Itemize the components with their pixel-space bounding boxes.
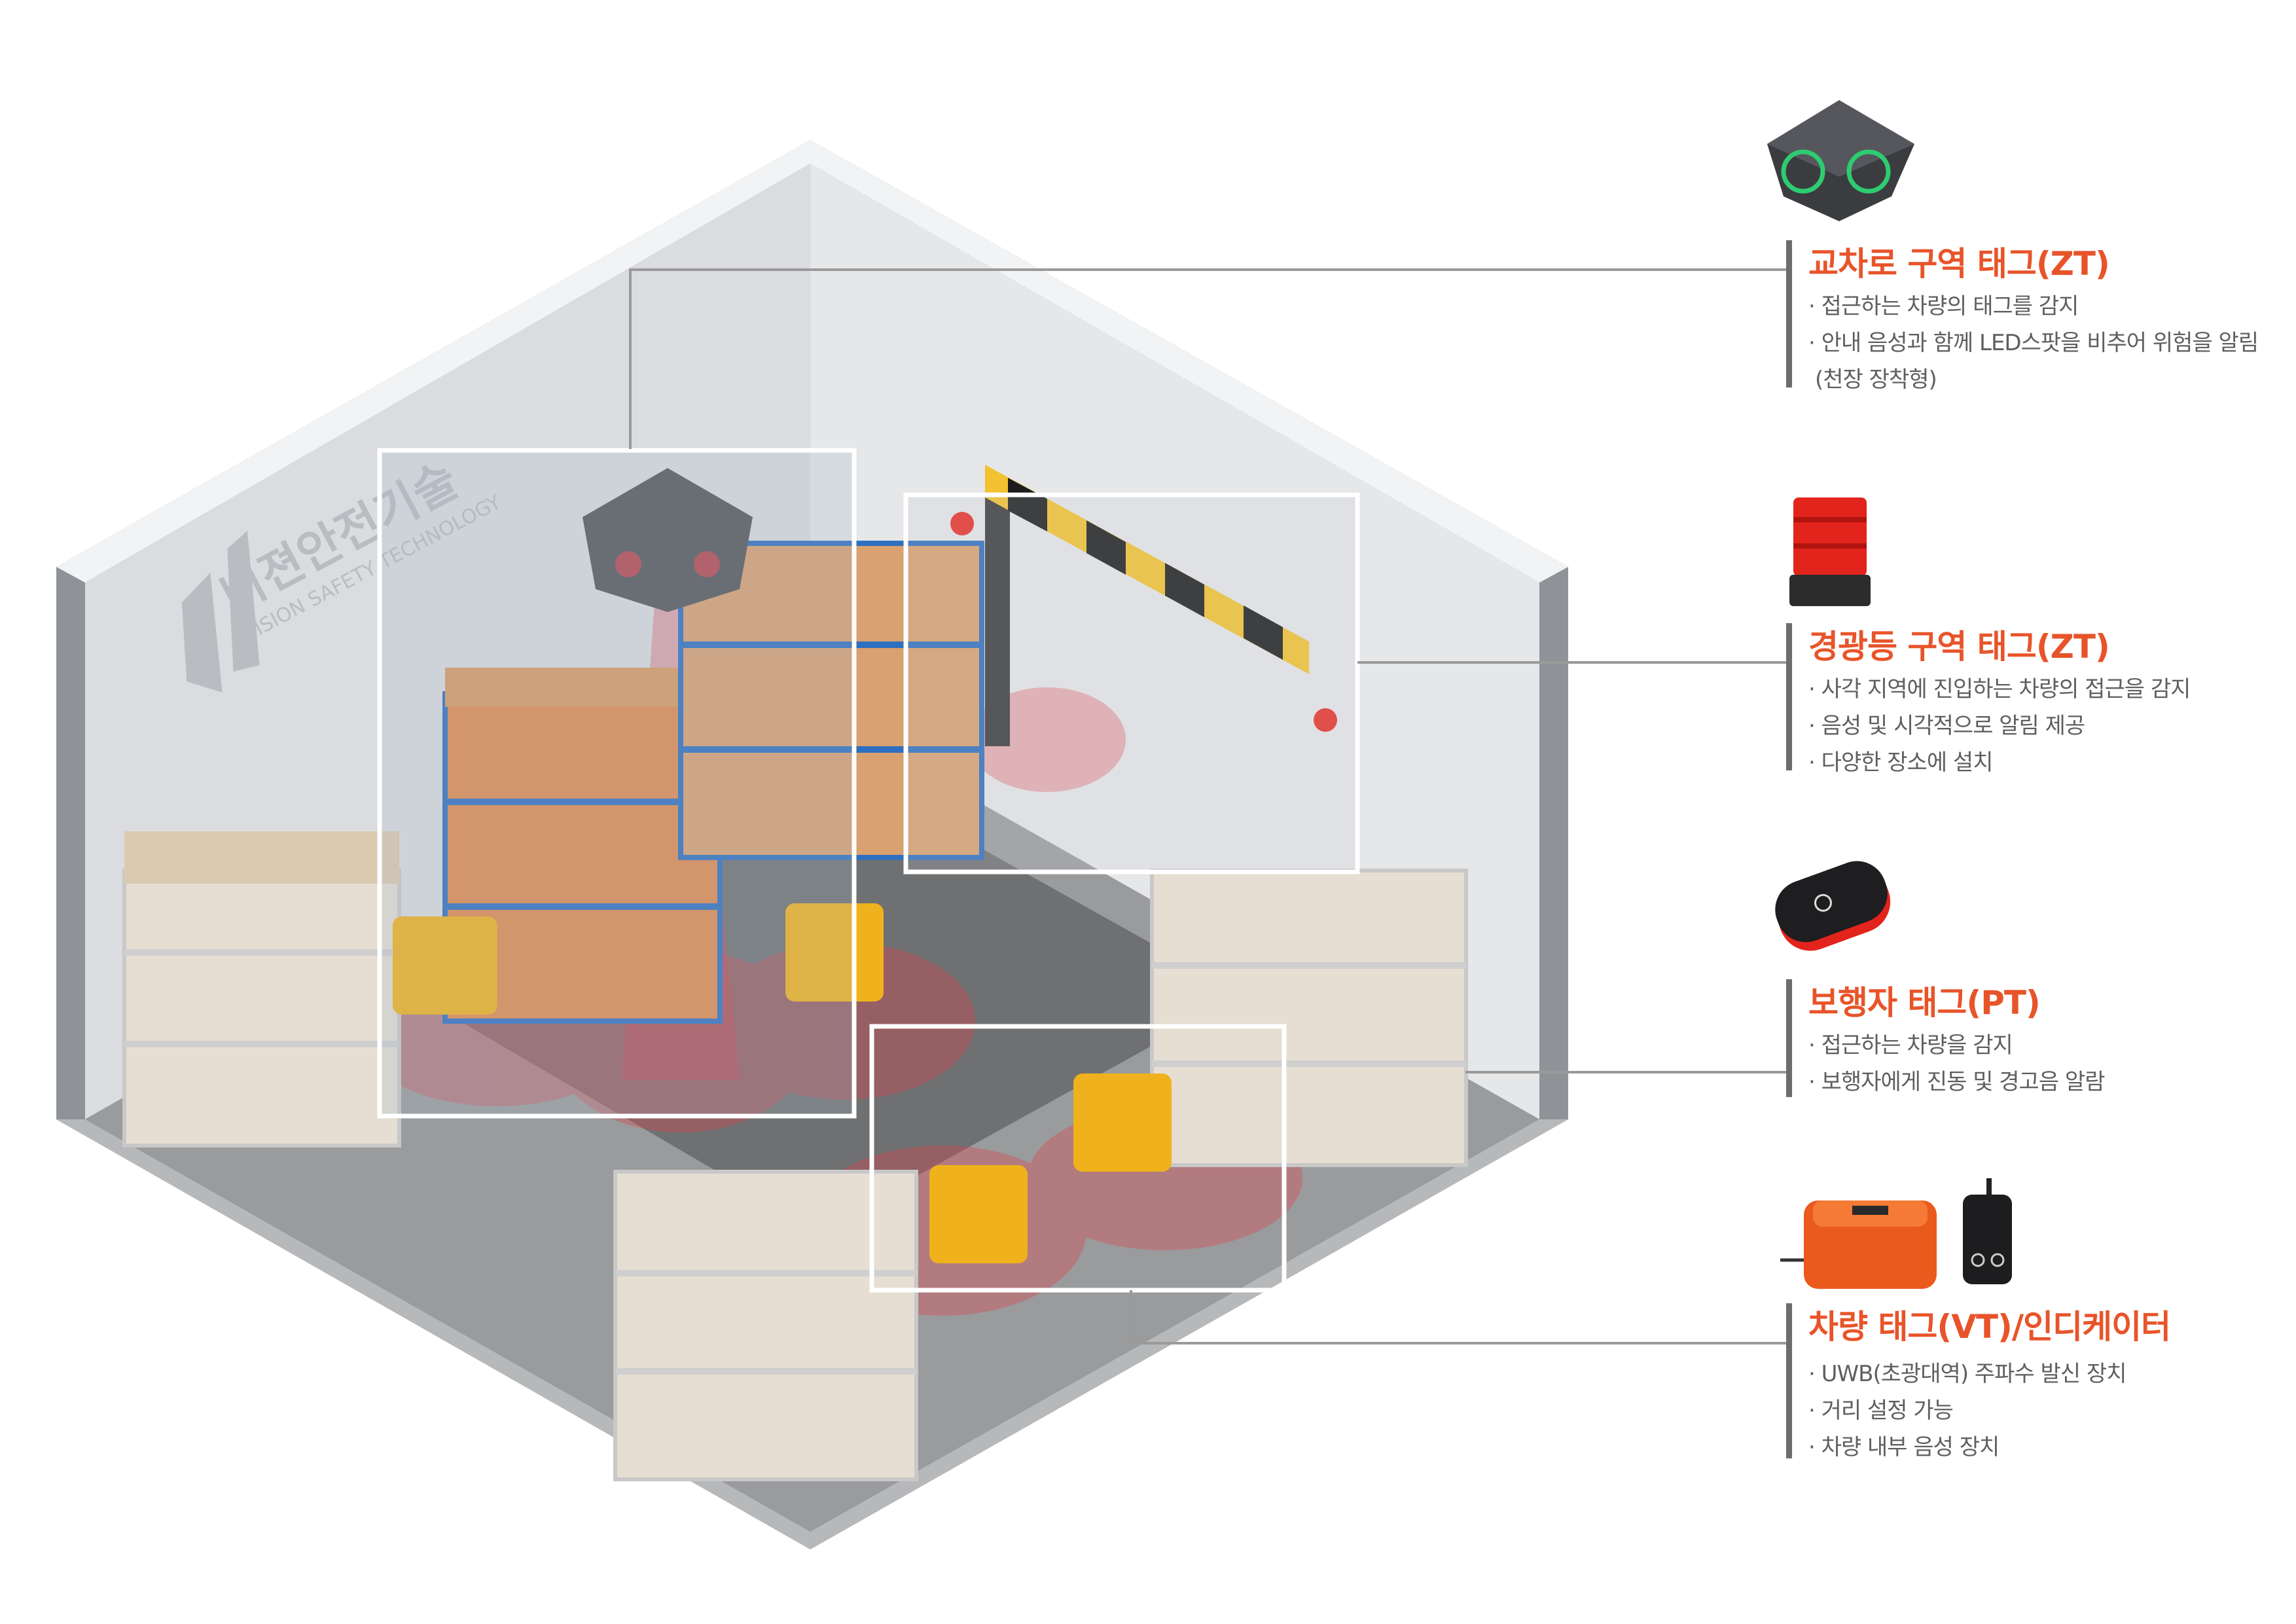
- pedestrian-tag-device-icon: [1775, 861, 1891, 951]
- section-title: 차량 태그(VT)/인디케이터: [1808, 1308, 2171, 1346]
- ceiling-zone-tag-device-icon: [1767, 100, 1914, 221]
- forklift: [785, 903, 884, 1001]
- vehicle-tag-icon: [1780, 1200, 1937, 1289]
- warning-beacon-light-icon: [1789, 497, 1871, 606]
- section-bullet: · 다양한 장소에 설치: [1808, 749, 1993, 776]
- section-bar: [1786, 1303, 1792, 1458]
- section-bullet: · 거리 설정 가능: [1808, 1398, 1954, 1424]
- section-bar: [1786, 623, 1792, 770]
- shelving-racks: [122, 541, 1468, 1481]
- beacon-light-in-scene: [1314, 708, 1337, 732]
- highlight-frame-aisle: [869, 1024, 1287, 1293]
- highlight-frame-gate: [903, 492, 1360, 875]
- forklift: [393, 916, 497, 1015]
- shelf-rack-right: [1150, 869, 1468, 1167]
- forklift: [1073, 1074, 1172, 1172]
- section-bullet: · UWB(초광대역) 주파수 발신 장치: [1808, 1361, 2126, 1387]
- section-bullet: (천장 장착형): [1815, 367, 1937, 393]
- ceiling-zone-tag-in-scene: [583, 468, 753, 612]
- section-title: 경광등 구역 태그(ZT): [1808, 628, 2110, 666]
- danger-zone: [713, 943, 975, 1100]
- section-bullet: · 음성 및 시각적으로 알림 제공: [1808, 713, 2085, 739]
- section-bar: [1786, 979, 1792, 1097]
- shelf-rack-front: [613, 1170, 918, 1481]
- loading-gate: [950, 465, 1337, 746]
- shelf-rack-back: [678, 541, 984, 860]
- forklift: [929, 1165, 1028, 1263]
- section-bar: [1786, 240, 1792, 388]
- connector-line-4: [1130, 1290, 1786, 1344]
- indicator-device-icon: [1963, 1178, 2012, 1284]
- connector-lines: [629, 268, 1786, 1344]
- beacon-light-in-scene: [950, 512, 974, 535]
- section-bullet: · 차량 내부 음성 장치: [1808, 1434, 2000, 1460]
- section-bullet: · 보행자에게 진동 및 경고음 알람: [1808, 1069, 2105, 1095]
- section-bullet: · 접근하는 차량의 태그를 감지: [1808, 293, 2079, 319]
- section-bullet: · 안내 음성과 함께 LED스팟을 비추어 위험을 알림: [1808, 330, 2259, 356]
- connector-line-1: [629, 268, 1786, 449]
- highlight-frames: [377, 448, 1360, 1293]
- shelf-rack-left: [122, 831, 401, 1147]
- highlight-frame-intersection: [377, 448, 857, 1119]
- section-title: 보행자 태그(PT): [1808, 984, 2041, 1022]
- section-bullet: · 사각 지역에 진입하는 차량의 접근을 감지: [1808, 676, 2191, 702]
- section-title: 교차로 구역 태그(ZT): [1808, 245, 2110, 283]
- section-bullet: · 접근하는 차량을 감지: [1808, 1032, 2013, 1058]
- forklifts: [393, 903, 1172, 1263]
